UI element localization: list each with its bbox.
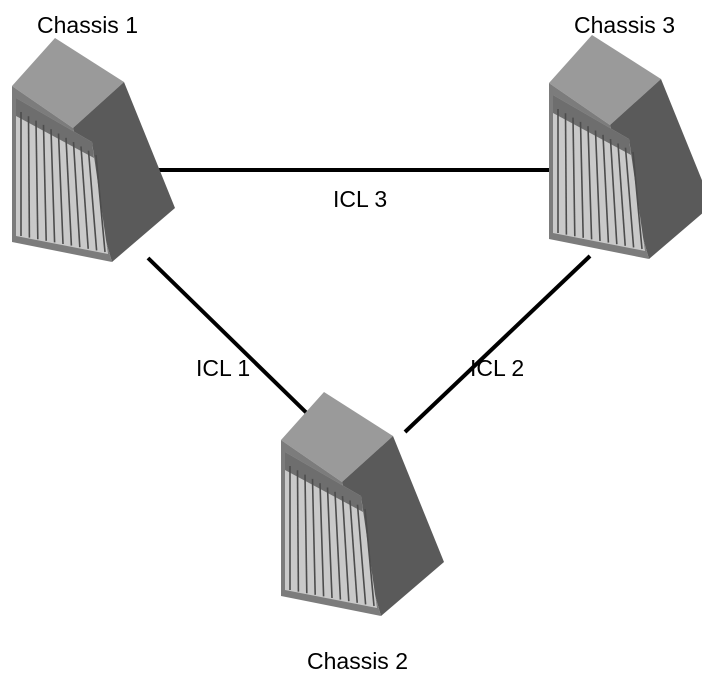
slot-line	[624, 147, 635, 248]
chassis-2-label: Chassis 2	[307, 648, 408, 674]
slot-line	[349, 500, 358, 603]
chassis-2-slots	[289, 466, 375, 607]
link-icl2	[403, 254, 592, 434]
slot-line	[319, 483, 325, 597]
slot-line	[602, 134, 610, 243]
slot-line	[50, 129, 56, 243]
slot-line	[632, 151, 643, 250]
slot-line	[80, 146, 89, 249]
slot-line	[65, 137, 73, 246]
slot-line	[341, 496, 350, 602]
chassis-3-label: Chassis 3	[574, 12, 675, 38]
slot-line	[87, 150, 98, 251]
slot-line	[326, 487, 333, 599]
link-icl1	[146, 256, 322, 428]
slot-line	[35, 120, 39, 240]
chassis-2-icon	[281, 392, 444, 616]
slot-line	[587, 126, 593, 240]
slot-line	[617, 143, 626, 246]
slot-line	[594, 130, 601, 242]
slot-line	[27, 116, 31, 238]
chassis-1-label: Chassis 1	[37, 12, 138, 38]
slot-line	[95, 154, 106, 253]
slot-line	[42, 124, 47, 241]
slot-line	[356, 504, 367, 605]
chassis-1-slots	[20, 112, 106, 253]
slot-line	[334, 491, 342, 600]
slot-line	[579, 121, 584, 238]
chassis-3-icon	[549, 35, 702, 259]
slot-line	[609, 139, 618, 245]
slot-line	[296, 470, 300, 592]
links-layer	[146, 168, 592, 434]
slot-line	[564, 113, 568, 235]
chassis-1-icon	[12, 38, 175, 262]
slot-line	[572, 117, 576, 237]
chassis-3-slots	[557, 109, 643, 250]
slot-line	[72, 142, 81, 248]
link-icl1-label: ICL 1	[196, 355, 251, 381]
slot-line	[364, 508, 375, 607]
slot-line	[304, 474, 308, 594]
slot-line	[311, 478, 316, 595]
link-icl2-label: ICL 2	[470, 355, 525, 381]
link-icl3-label: ICL 3	[333, 186, 388, 212]
slot-line	[57, 133, 64, 245]
